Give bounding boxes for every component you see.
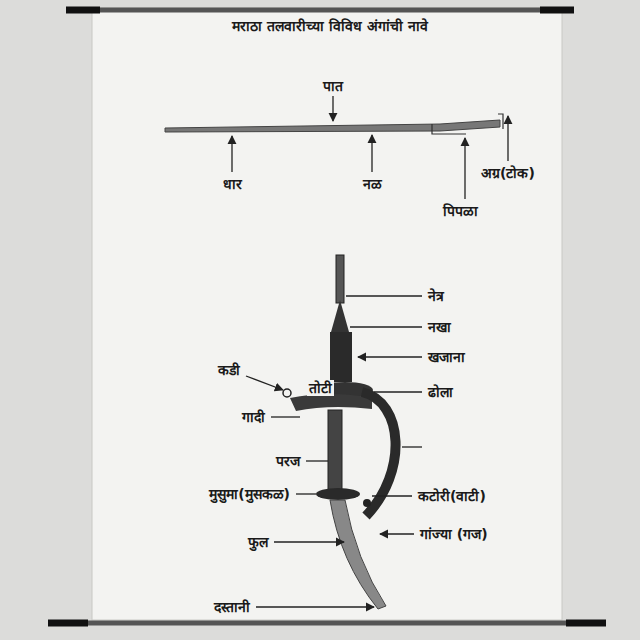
part-name: धार [221,176,244,193]
part-name: तोटी [307,380,334,397]
part-name: नळ [361,176,384,193]
chart-title: मराठा तलवारीच्या विविध अंगांची नावे [229,16,431,35]
part-name: पिपळा [441,203,480,220]
part-name: कडी [216,362,242,379]
part-name: गादी [240,409,267,426]
part-name: कटोरी(वाटी) [416,488,488,505]
part-name: मुसुमा(मुसकळ) [207,486,292,503]
part-name: फुल [246,534,270,551]
part-name: पात [321,78,345,95]
leader-arrows [232,96,508,199]
part-name: दस्तानी [212,599,252,616]
poster-sheet [92,8,562,620]
part-name: गांज्या (गज) [418,526,490,543]
top-rod [66,8,574,13]
hilt-illustration [283,255,396,609]
bottom-rod [48,621,606,626]
leader-lines [246,296,422,607]
part-name: नखा [426,319,453,336]
blade [165,120,500,132]
part-name: नेत्र [426,288,446,305]
part-name: खजाना [426,349,467,366]
part-name: परज [274,453,302,470]
part-name: अग्र(टोक) [479,165,537,182]
part-name: ढोला [426,384,455,401]
